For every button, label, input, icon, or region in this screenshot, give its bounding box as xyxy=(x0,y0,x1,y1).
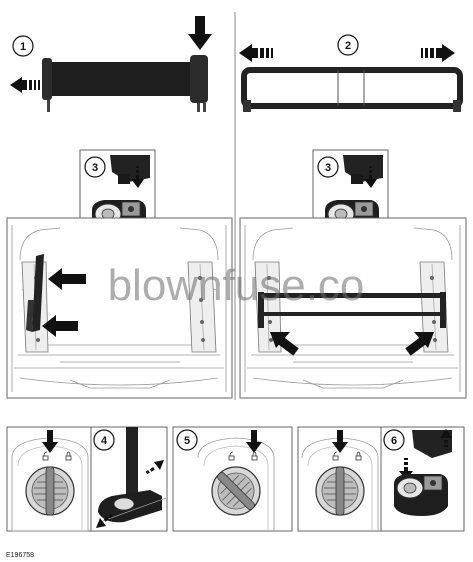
arrow-left-icon xyxy=(10,77,40,93)
step-1-group: 1 xyxy=(10,16,212,112)
arrow-up-right-icon xyxy=(405,332,434,356)
arrow-left-icon xyxy=(42,315,78,337)
step-4-panel: 4 xyxy=(6,426,168,532)
barrier-upright xyxy=(32,254,44,332)
unlock-icon xyxy=(228,451,235,461)
step-1-label: 1 xyxy=(20,41,26,53)
step-4-label: 4 xyxy=(101,435,108,447)
step-1-badge xyxy=(12,35,34,57)
unlock-icon xyxy=(332,451,339,461)
step-5-panel: 5 xyxy=(172,426,293,532)
knob-icon xyxy=(25,466,75,516)
arrow-left-icon xyxy=(239,44,273,62)
rail-right xyxy=(419,261,449,353)
barrier-left-cap xyxy=(42,58,52,100)
barrier-bottom-bar xyxy=(262,312,442,316)
step-2-label: 2 xyxy=(345,40,351,52)
arrow-down-icon xyxy=(332,430,348,453)
arrow-down-icon xyxy=(131,166,144,188)
step-3-label-right: 3 xyxy=(325,162,331,174)
step-6-panel: 6 xyxy=(297,426,465,532)
barrier-post xyxy=(126,427,138,497)
arrow-down-icon xyxy=(364,166,377,188)
step-5-badge xyxy=(176,429,198,451)
step-3-badge-right xyxy=(317,156,339,178)
arrow-down-icon xyxy=(188,16,212,50)
knob-icon xyxy=(211,466,261,516)
arrow-down-icon xyxy=(42,430,58,453)
rail-left xyxy=(254,261,282,353)
barrier-frame xyxy=(241,67,463,109)
barrier-top-bar xyxy=(260,293,444,298)
step-6-label: 6 xyxy=(391,435,397,447)
arrow-up-right-icon xyxy=(145,460,164,475)
watermark: blownfuse.co xyxy=(108,261,365,310)
lock-icon xyxy=(251,451,258,461)
step-4-badge xyxy=(93,429,115,451)
step-2-group: 2 xyxy=(239,34,463,112)
step-3-label-left: 3 xyxy=(92,162,98,174)
clamp-icon xyxy=(394,474,448,516)
arrow-left-icon xyxy=(48,268,86,290)
step-3-badge-left xyxy=(84,156,106,178)
step-5-label: 5 xyxy=(184,435,190,447)
lock-icon xyxy=(65,451,72,461)
step-6-badge xyxy=(383,429,405,451)
figure-code: E196758 xyxy=(6,552,34,559)
cargo-area-left xyxy=(6,217,233,399)
arrow-up-left-icon xyxy=(270,332,299,356)
arrow-down-left-icon xyxy=(96,514,113,528)
arrow-right-icon xyxy=(421,44,455,62)
arrow-down-icon xyxy=(246,430,262,453)
step-2-badge xyxy=(337,34,359,56)
knob-icon xyxy=(315,466,365,516)
unlock-icon xyxy=(42,451,49,461)
cargo-area-right xyxy=(239,217,467,399)
arrow-up-icon xyxy=(440,429,452,447)
lock-icon xyxy=(355,451,362,461)
barrier-right-cap xyxy=(190,55,208,103)
barrier-roll xyxy=(44,62,196,96)
rail-right xyxy=(187,261,217,353)
